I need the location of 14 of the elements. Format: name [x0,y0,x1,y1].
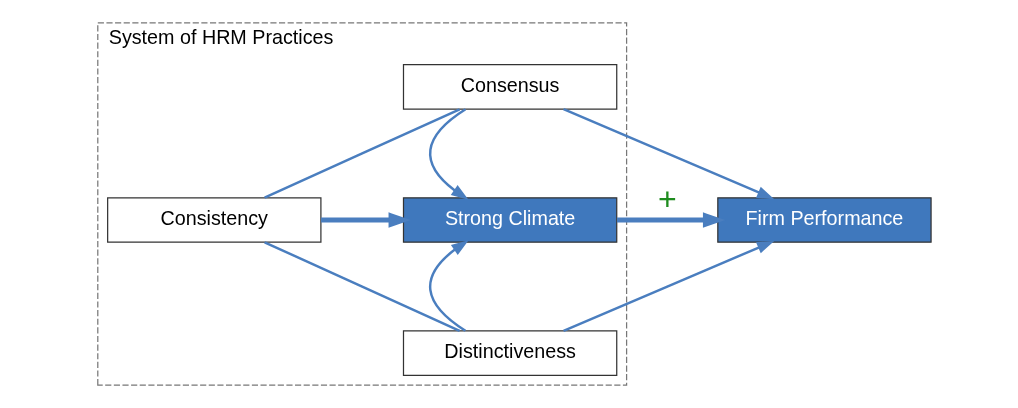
arrow [616,212,725,228]
node-box: Strong Climate [402,197,617,243]
node-box: Distinctiveness [402,330,617,376]
arrow [428,108,468,200]
arrow [562,240,774,332]
arrow [428,240,469,332]
node-box: Firm Performance [716,197,932,243]
node-box: Consistency [106,197,321,243]
connector [263,108,460,199]
node-box: Consensus [402,64,617,110]
connector [263,241,460,332]
edge-label: + [657,180,677,217]
arrow [320,212,411,228]
arrow [562,108,774,200]
